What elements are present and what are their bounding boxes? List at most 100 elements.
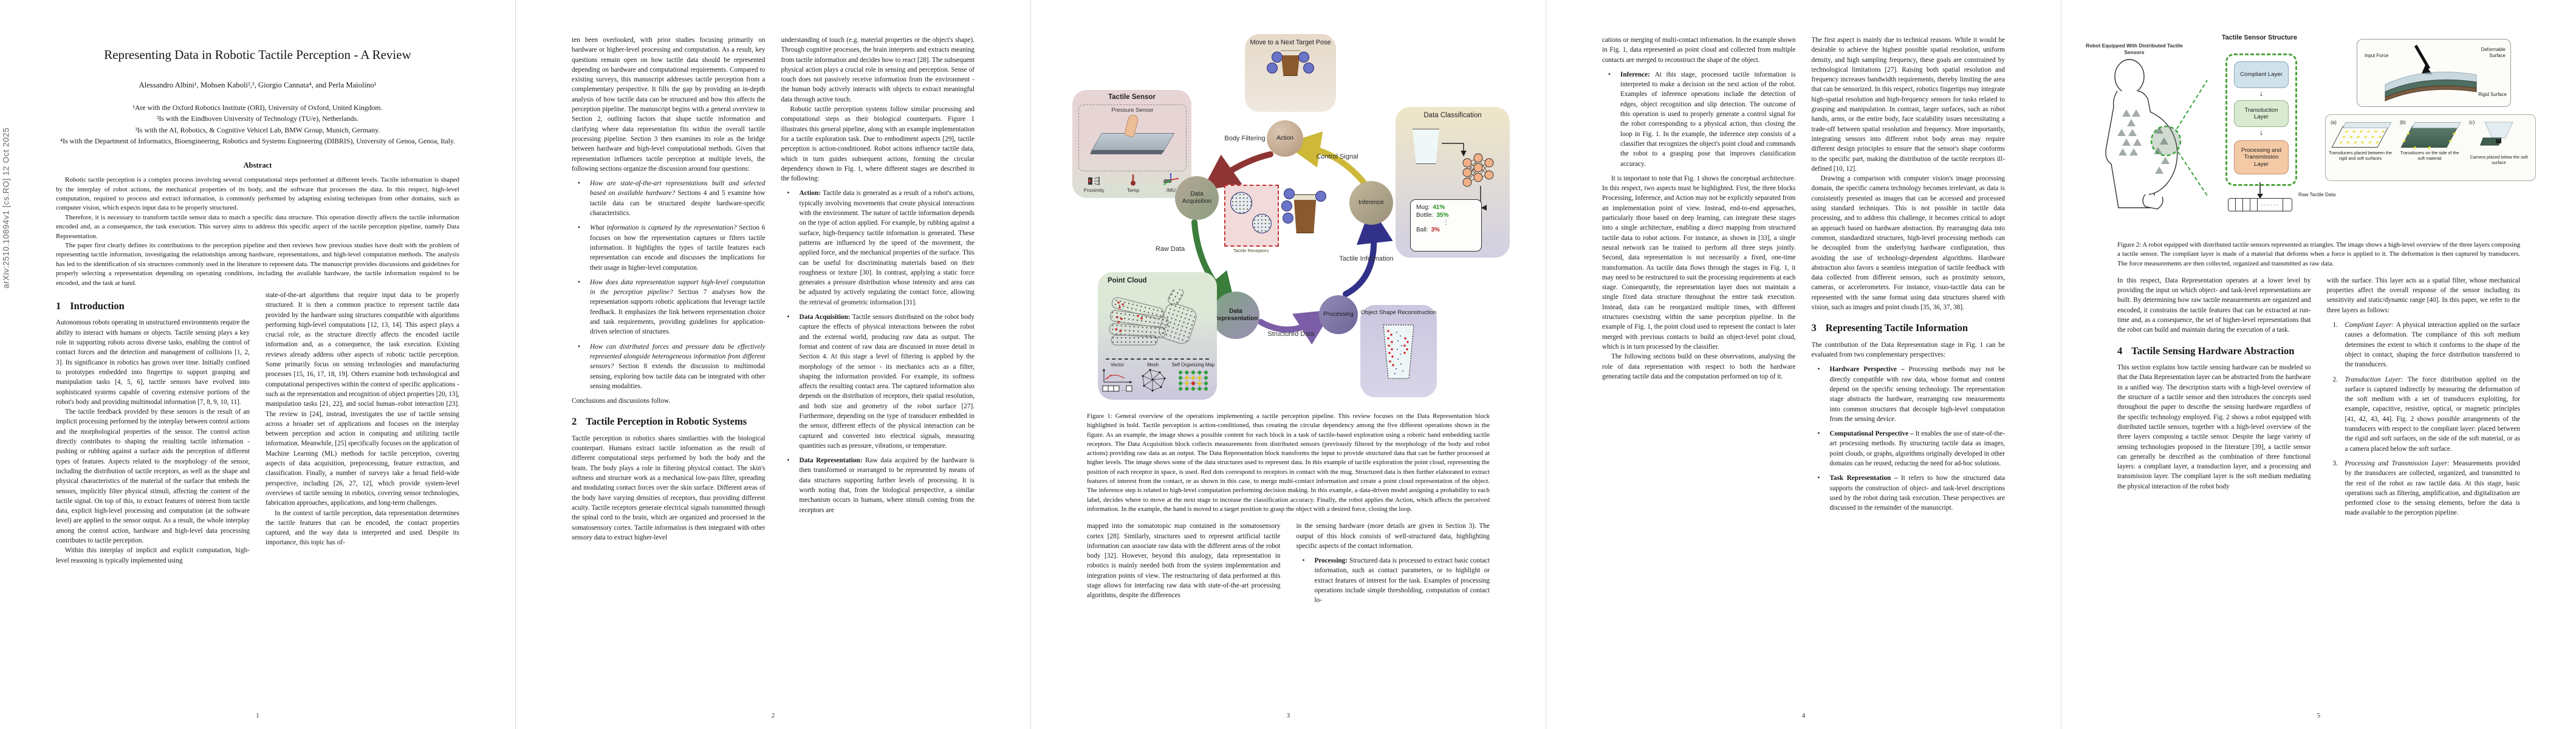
page-3: Tactile Sensor Pressure Sensor Proximity… bbox=[1030, 0, 1546, 729]
point-cloud-hand-graphic bbox=[1109, 289, 1197, 346]
paragraph: Robotic tactile perception systems follo… bbox=[781, 106, 975, 183]
reconstructed-cup-graphic bbox=[1383, 324, 1414, 379]
page-1: arXiv:2510.10894v1 [cs.RO] 12 Oct 2025 R… bbox=[0, 0, 515, 729]
classification-results-card: Mug:41% Bottle:35% ⋮ Ball:3% bbox=[1410, 199, 1482, 252]
imu-item: IMU bbox=[1162, 173, 1180, 193]
body-filtering-arrow bbox=[1202, 151, 1273, 191]
cell bbox=[2243, 199, 2250, 211]
thermometer-icon bbox=[1131, 174, 1136, 186]
two-column-body: In this respect, Data Representation ope… bbox=[2117, 276, 2520, 668]
affiliation-line: ²Is with the Eindhoven University of Tec… bbox=[156, 114, 359, 123]
processing-node: Processing bbox=[1319, 295, 1358, 334]
raw-data-label: Raw Data bbox=[1155, 245, 1185, 253]
robot-hand-grasp-graphic bbox=[1267, 50, 1314, 93]
classification-flow-graphic bbox=[1442, 143, 1494, 211]
camera-pyramid-icon bbox=[2480, 122, 2513, 146]
paragraph: Conclusions and discussions follow. bbox=[572, 397, 671, 405]
point-cloud-box: Point Cloud bbox=[1098, 272, 1217, 400]
imu-label: IMU bbox=[1166, 187, 1176, 193]
paragraph: The following sections build on these ob… bbox=[1602, 353, 1796, 380]
raw-data-cells: ······ bbox=[2228, 198, 2292, 211]
abstract-paragraph: The paper first clearly defines its cont… bbox=[56, 241, 459, 287]
transduction-layer-box: Transduction Layer bbox=[2234, 100, 2289, 127]
list-item: •How are state-of-the-art representation… bbox=[578, 180, 766, 217]
result-label: Ball: bbox=[1416, 227, 1428, 233]
proximity-icon bbox=[1088, 177, 1100, 185]
figure-2-sensor-structure: Robot Equipped With Distributed Tactile … bbox=[2082, 33, 2556, 234]
two-column-body: mapped into the somatotopic map containe… bbox=[1087, 521, 1490, 640]
ellipsis: ⋮ bbox=[1443, 219, 1449, 226]
list-item: 3.Processing and Transmission Layer: Mea… bbox=[2332, 459, 2521, 517]
right-column: The first aspect is mainly due to techni… bbox=[1812, 35, 2006, 699]
robot-sketch bbox=[2105, 59, 2208, 210]
result-value: 41% bbox=[1433, 204, 1445, 211]
right-column: state-of-the-art algorithms that require… bbox=[265, 290, 459, 598]
body-filtering-label: Body Filtering bbox=[1224, 135, 1266, 142]
deformation-graphic bbox=[2385, 44, 2477, 101]
arxiv-stamp: arXiv:2510.10894v1 [cs.RO] 12 Oct 2025 bbox=[1, 127, 11, 289]
deformable-surface-label: Deformable Surface bbox=[2481, 47, 2506, 58]
list-item: •Hardware Perspective – Processing metho… bbox=[1817, 366, 2006, 423]
page-5: Robot Equipped With Distributed Tactile … bbox=[2061, 0, 2576, 729]
structures-row: Vector ... Mesh bbox=[1098, 362, 1217, 394]
paragraph: cations or merging of multi-contact info… bbox=[1602, 36, 1796, 64]
transducer-option-c: (c) Camera placed below the soft surface bbox=[2467, 118, 2531, 166]
robot-hand-icon bbox=[1281, 188, 1326, 241]
down-arrow-icon: ↓ bbox=[2259, 128, 2264, 137]
structured-data-arrow bbox=[1258, 309, 1333, 345]
imu-icon bbox=[1163, 173, 1179, 185]
abstract-paragraph: Robotic tactile perception is a complex … bbox=[56, 176, 459, 212]
result-value: 3% bbox=[1431, 227, 1440, 233]
page-2: ten been overlooked, with prior studies … bbox=[515, 0, 1030, 729]
left-column: cations or merging of multi-contact info… bbox=[1602, 35, 1796, 699]
paragraph: The tactile feedback provided by these s… bbox=[56, 408, 250, 544]
receptor-icon bbox=[1252, 214, 1272, 233]
tactile-receptors-inset: Tactile Receptors bbox=[1224, 180, 1327, 272]
data-acquisition-node: Data Acquisition bbox=[1175, 176, 1219, 220]
panel-tag: (b) bbox=[2400, 120, 2406, 125]
gripper-finger-icon bbox=[1283, 213, 1293, 224]
robot-label: Robot Equipped With Distributed Tactile … bbox=[2086, 43, 2183, 55]
panel-a-caption: Transducers placed between the rigid and… bbox=[2328, 150, 2392, 162]
cell bbox=[2250, 199, 2258, 211]
compliant-illustration-panel: Input Force Deformable Surface Rigid Sur… bbox=[2357, 39, 2511, 107]
page-number: 1 bbox=[256, 713, 259, 719]
cell bbox=[2283, 199, 2292, 211]
raw-data-arrow bbox=[1191, 219, 1236, 310]
pressure-sensor-panel: Pressure Sensor bbox=[1078, 104, 1187, 171]
list-item: •Data Representation: Raw data acquired … bbox=[787, 457, 975, 514]
gripper-finger-icon bbox=[1315, 191, 1326, 202]
abstract-heading: Abstract bbox=[243, 161, 272, 170]
inference-node: Inference bbox=[1349, 181, 1393, 225]
panel-tag: (c) bbox=[2469, 120, 2475, 125]
paragraph: with the surface. This layer acts as a s… bbox=[2326, 276, 2521, 314]
som-item: Self Organizing Map bbox=[1171, 362, 1214, 394]
page-number: 4 bbox=[1801, 713, 1806, 719]
cell-dots: ······ bbox=[2261, 202, 2280, 208]
right-column: with the surface. This layer acts as a s… bbox=[2327, 276, 2521, 668]
point-cloud-label: Point Cloud bbox=[1108, 277, 1147, 284]
tactile-information-label: Tactile Information bbox=[1339, 255, 1394, 262]
som-icon bbox=[1178, 371, 1208, 391]
move-next-pose-label: Move to a Next Target Pose bbox=[1250, 39, 1331, 46]
list-item: •What information is captured by the rep… bbox=[578, 224, 766, 272]
list-item: •Action: Tactile data is generated as a … bbox=[787, 190, 975, 306]
som-label: Self Organizing Map bbox=[1171, 362, 1215, 368]
sensor-pad-base bbox=[1089, 150, 1165, 154]
affiliation-line: ¹Are with the Oxford Robotics Institute … bbox=[132, 103, 383, 112]
figure-1-caption: Figure 1: General overview of the operat… bbox=[1087, 412, 1490, 513]
page-number: 5 bbox=[2317, 713, 2321, 719]
tactile-information-arrow bbox=[1343, 207, 1393, 297]
page-number: 3 bbox=[1286, 713, 1290, 719]
data-classification-box: Data Classification bbox=[1396, 107, 1510, 258]
object-shape-label: Object Shape Reconstruction bbox=[1360, 309, 1437, 316]
tactile-receptors-label: Tactile Receptors bbox=[1233, 248, 1269, 253]
data-classification-label: Data Classification bbox=[1423, 112, 1482, 119]
result-label: Mug: bbox=[1416, 204, 1430, 211]
paragraph: mapped into the somatotopic map containe… bbox=[1087, 522, 1281, 600]
compliant-layer-box: Compliant Layer bbox=[2234, 61, 2289, 88]
